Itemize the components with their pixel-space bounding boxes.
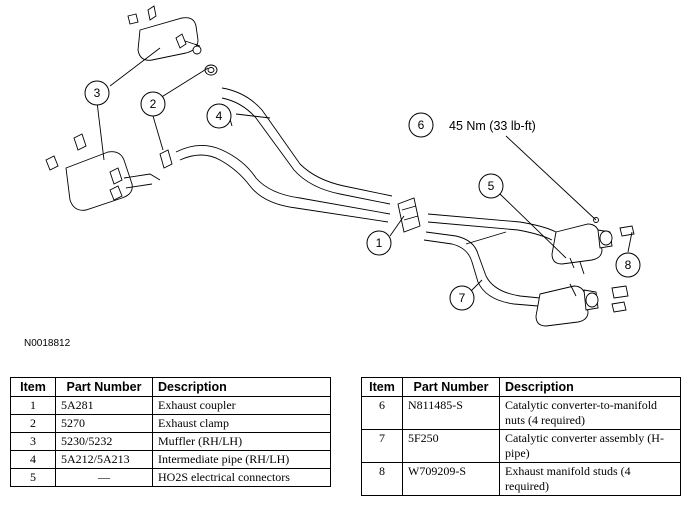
row-part-number: 5A212/5A213 [55,450,153,469]
torque-spec-label: 45 Nm (33 lb-ft) [449,119,536,133]
intermediate-pipes [175,87,393,223]
callout-6: 6 [408,112,434,138]
exhaust-coupler-drawing [397,197,421,233]
row-part-number: — [55,468,153,487]
row-item: 2 [10,414,56,433]
callout-4: 4 [206,103,232,129]
row-description: Muffler (RH/LH) [152,432,331,451]
row-description: Intermediate pipe (RH/LH) [152,450,331,469]
row-part-number: 5270 [55,414,153,433]
table-row: 1 5A281 Exhaust coupler [10,396,331,415]
header-part-number: Part Number [55,377,153,397]
callout-7: 7 [449,285,475,311]
svg-text:2: 2 [150,97,157,111]
row-item: 7 [361,429,403,463]
svg-text:3: 3 [94,86,101,100]
row-description: Exhaust coupler [152,396,331,415]
table-row: 3 5230/5232 Muffler (RH/LH) [10,432,331,451]
svg-text:6: 6 [418,118,425,132]
table-header-row: Item Part Number Description [361,377,681,397]
callout-5: 5 [478,173,504,199]
parts-table-right: Item Part Number Description 6 N811485-S… [361,377,681,496]
callout-3: 3 [84,80,110,106]
row-item: 5 [10,468,56,487]
header-item: Item [361,377,403,397]
row-part-number: 5230/5232 [55,432,153,451]
svg-text:7: 7 [459,291,466,305]
h-pipe-catalytic-assembly [423,213,635,327]
row-item: 1 [10,396,56,415]
table-row: 8 W709209-S Exhaust manifold studs (4 re… [361,462,681,496]
row-part-number: 5F250 [402,429,500,463]
header-description: Description [499,377,681,397]
row-description: Catalytic converter-to-manifold nuts (4 … [499,396,681,430]
row-part-number: N811485-S [402,396,500,430]
header-description: Description [152,377,331,397]
exhaust-clamp-drawing [159,64,218,169]
table-row: 7 5F250 Catalytic converter assembly (H-… [361,429,681,463]
svg-text:1: 1 [376,236,383,250]
figure-id: N0018812 [24,338,71,349]
row-description: Catalytic converter assembly (H-pipe) [499,429,681,463]
callout-1: 1 [366,230,392,256]
row-description: Exhaust clamp [152,414,331,433]
table-header-row: Item Part Number Description [10,377,331,397]
muffler-lower [45,133,161,211]
row-item: 6 [361,396,403,430]
table-row: 6 N811485-S Catalytic converter-to-manif… [361,396,681,430]
callout-2: 2 [140,91,166,117]
row-item: 3 [10,432,56,451]
row-description: HO2S electrical connectors [152,468,331,487]
callout-8: 8 [615,252,641,278]
row-item: 4 [10,450,56,469]
muffler-upper [127,5,202,61]
leader-lines [96,47,633,293]
table-row: 2 5270 Exhaust clamp [10,414,331,433]
parts-table-left: Item Part Number Description 1 5A281 Exh… [10,377,331,487]
table-row: 4 5A212/5A213 Intermediate pipe (RH/LH) [10,450,331,469]
row-description: Exhaust manifold studs (4 required) [499,462,681,496]
svg-text:5: 5 [488,179,495,193]
svg-text:8: 8 [625,258,632,272]
row-part-number: W709209-S [402,462,500,496]
header-part-number: Part Number [402,377,500,397]
header-item: Item [10,377,56,397]
row-item: 8 [361,462,403,496]
row-part-number: 5A281 [55,396,153,415]
svg-text:4: 4 [216,109,223,123]
table-row: 5 — HO2S electrical connectors [10,468,331,487]
exhaust-system-diagram: 3 2 4 6 45 Nm (33 lb-ft) 5 1 8 7 [45,5,641,327]
